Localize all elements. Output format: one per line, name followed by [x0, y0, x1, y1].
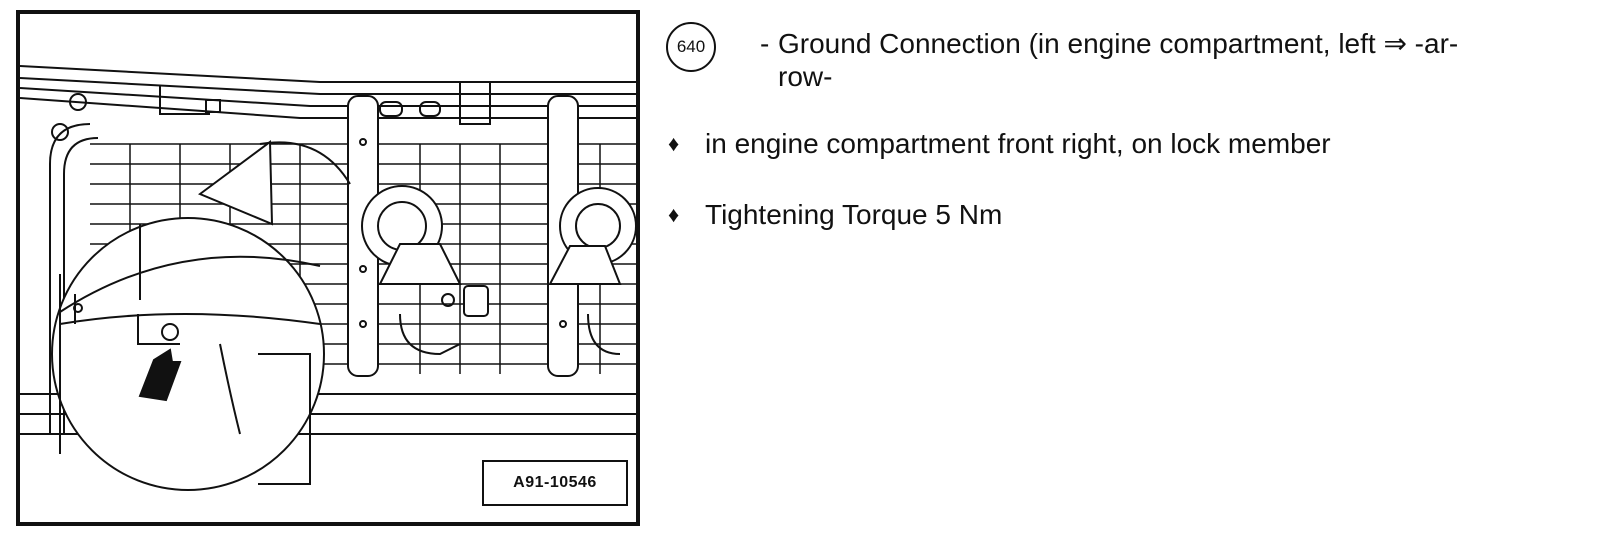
magnified-detail — [51, 217, 325, 491]
engine-compartment-drawing — [20, 65, 636, 491]
coolant-pipe — [63, 137, 99, 434]
bullet-text: in engine compartment front right, on lo… — [705, 128, 1331, 159]
entry-title-line2: row- — [778, 61, 833, 92]
frame-rail — [20, 97, 636, 119]
frame-rail — [20, 77, 636, 95]
horn-left — [361, 185, 489, 356]
direction-arrow-outline — [197, 140, 274, 226]
figure-label: A91-10546 — [482, 460, 628, 506]
bullet-diamond-icon: ♦ — [668, 202, 680, 227]
bullet-diamond-icon: ♦ — [668, 131, 680, 156]
frame-rail — [20, 87, 636, 107]
cable — [259, 141, 351, 185]
bullet-text: Tightening Torque 5 Nm — [705, 199, 1003, 230]
callout-number-badge: 640 — [666, 22, 716, 72]
frame-rail — [20, 65, 636, 83]
horn-right — [548, 187, 636, 355]
ground-connection-arrow — [138, 348, 182, 402]
entry-dash: - — [760, 28, 770, 59]
entry-title-line1: Ground Connection (in engine compartment… — [778, 28, 1459, 59]
technical-illustration: A91-10546 — [16, 10, 640, 526]
coolant-pipe — [49, 123, 91, 434]
